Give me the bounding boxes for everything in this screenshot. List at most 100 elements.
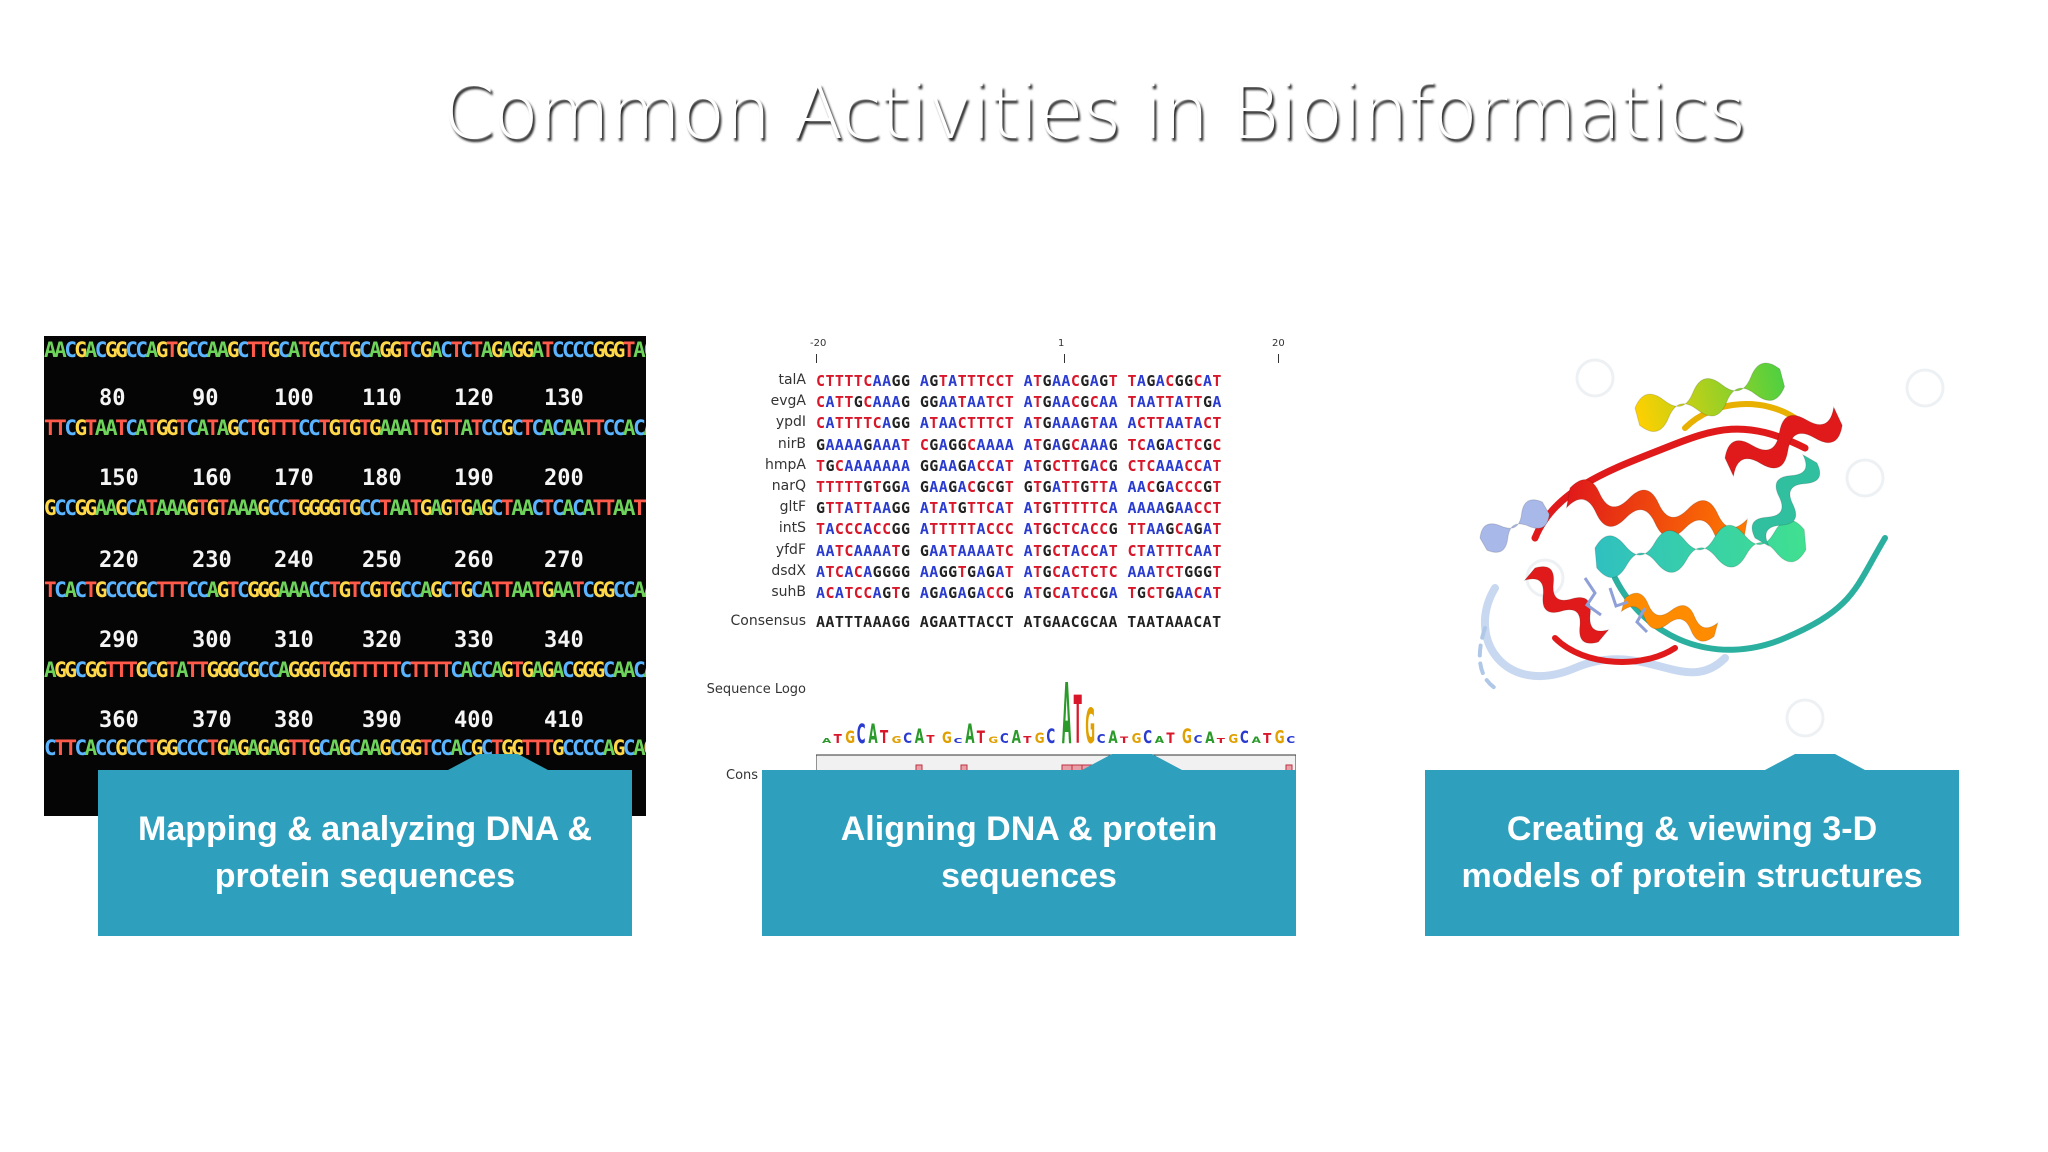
gene-name: talA [778, 372, 806, 388]
logo-letter: C [1194, 733, 1203, 746]
logo-letter: G [845, 728, 855, 748]
logo-letter: T [1120, 736, 1128, 746]
logo-letter: T [977, 728, 985, 748]
logo-letter: C [1143, 727, 1152, 748]
dna-sequencing-image: AACGACGGCCAGTGCCAAGCTTGCATGCCTGCAGGTCGAC… [44, 336, 646, 816]
ruler-label: 1 [1058, 338, 1065, 349]
position-number: 230 [192, 548, 232, 573]
sequence-row: TTCGTAATCATGGTCATAGCTGTTTCCTGTGTGAAATTGT… [44, 416, 646, 440]
logo-letter: C [1286, 734, 1295, 745]
logo-letter: T [1074, 683, 1082, 760]
caption-notch [1082, 754, 1182, 770]
gene-sequence: ACATCCAGTG AGAGAGACCG ATGCATCCGA TGCTGAA… [816, 584, 1222, 602]
caption-notch [448, 754, 548, 770]
logo-letter: A [1012, 727, 1021, 748]
caption-aligning: Aligning DNA & protein sequences [762, 754, 1296, 936]
logo-letter: T [1263, 730, 1272, 746]
gene-name: evgA [770, 393, 806, 410]
logo-letter: C [1097, 732, 1106, 746]
logo-letter: C [903, 731, 912, 747]
logo-letter: C [1000, 730, 1009, 746]
gene-name: intS [778, 520, 806, 537]
position-number: 100 [274, 386, 314, 411]
logo-letter: T [880, 727, 889, 748]
caption-aligning-text: Aligning DNA & protein sequences [840, 810, 1218, 895]
ruler-tick [1278, 354, 1279, 363]
position-number: 240 [274, 548, 314, 573]
position-number: 340 [544, 628, 584, 653]
position-number: 290 [99, 628, 139, 653]
logo-letter: T [1217, 737, 1225, 745]
position-number: 180 [362, 466, 402, 491]
position-number: 390 [362, 708, 402, 733]
protein-helices [1479, 362, 1843, 644]
logo-letter: G [1132, 730, 1142, 746]
logo-letter: T [1166, 731, 1174, 747]
caption-mapping: Mapping & analyzing DNA & protein sequen… [98, 754, 632, 936]
position-number: 380 [274, 708, 314, 733]
position-number: 170 [274, 466, 314, 491]
position-number: 220 [99, 548, 139, 573]
logo-letter: C [1046, 725, 1055, 748]
gene-sequence: TACCCACCGG ATTTTTACCC ATGCTCACCG TTAAGCA… [816, 520, 1222, 539]
protein-structure-image [1385, 338, 1985, 768]
position-number: 400 [454, 708, 494, 733]
position-number: 330 [454, 628, 494, 653]
logo-letter: G [942, 730, 952, 748]
logo-letter: C [1240, 728, 1249, 748]
sequence-row: AACGACGGCCAGTGCCAAGCTTGCATGCCTGCAGGTCGAC… [44, 338, 646, 362]
position-number: 90 [192, 386, 219, 411]
caption-creating-text: Creating & viewing 3-D models of protein… [1461, 810, 1923, 895]
position-number: 360 [99, 708, 139, 733]
ruler-label: 20 [1272, 338, 1285, 349]
logo-letter: A [1252, 736, 1261, 746]
protein-sticks [1583, 577, 1649, 634]
slide-title: Common Activities in Bioinformatics [0, 58, 2048, 168]
position-number: 120 [454, 386, 494, 411]
consensus-label: Consensus [730, 613, 806, 629]
gene-name: yfdF [775, 541, 806, 558]
gene-sequence: CATTTTCAGG ATAACTTTCT ATGAAAGTAA ACTTAAT… [816, 414, 1222, 433]
gene-sequence: GAAAAGAAAT CGAGGCAAAA ATGAGCAAAG TCAGACT… [816, 435, 1222, 454]
position-number: 200 [544, 466, 584, 491]
caption-creating: Creating & viewing 3-D models of protein… [1425, 754, 1959, 936]
slide-title-text: Common Activities in Bioinformatics [442, 70, 1746, 156]
ruler-label: -20 [810, 338, 827, 349]
logo-letter: G [1035, 731, 1045, 747]
consensus-bottom-label: Cons [726, 768, 759, 783]
caption-notch [1765, 754, 1865, 770]
logo-letter: T [926, 733, 934, 746]
position-number: 80 [99, 386, 126, 411]
position-number: 110 [362, 386, 402, 411]
logo-letter: A [868, 719, 877, 750]
gene-name: nirB [777, 435, 806, 452]
position-number: 310 [274, 628, 314, 653]
gene-name: hmpA [765, 456, 806, 473]
logo-letter: A [915, 725, 925, 748]
logo-letter: G [988, 736, 998, 746]
position-number: 130 [544, 386, 584, 411]
gene-sequence: AATCAAAATG GAATAAAATC ATGCTACCAT CTATTTC… [816, 541, 1222, 560]
gene-sequence: TTTTTGTGGA GAAGACGCGT GTGATTGTTA AACGACC… [816, 478, 1222, 496]
position-number: 260 [454, 548, 494, 573]
position-number: 150 [99, 466, 139, 491]
logo-letter: C [857, 719, 866, 750]
logo-letter: C [954, 737, 963, 745]
gene-name: ypdI [775, 414, 806, 431]
logo-letter: A [1062, 666, 1071, 764]
gene-sequence: ATCACAGGGG AAGGTGAGAT ATGCACTCTC AAATCTG… [816, 562, 1222, 581]
ruler-tick [1064, 354, 1065, 363]
logo-letter: T [1023, 734, 1032, 745]
gene-sequence: CTTTTCAAGG AGTATTTCCT ATGAACGAGT TAGACGG… [816, 372, 1222, 390]
logo-letter: T [834, 732, 843, 746]
logo-letter: G [1085, 700, 1095, 755]
sequence-row: GCCGGAAGCATAAAGTGTAAAGCCTGGGGTGCCTAATGAG… [44, 496, 646, 520]
position-number: 370 [192, 708, 232, 733]
gene-name: narQ [771, 478, 806, 494]
logo-letter: G [1182, 725, 1192, 748]
consensus-sequence: AATTTAAAGG AGAATTACCT ATGAACGCAA TAATAAA… [816, 613, 1222, 631]
logo-letter: G [1228, 732, 1238, 746]
logo-letter: A [1108, 728, 1118, 748]
position-number: 250 [362, 548, 402, 573]
